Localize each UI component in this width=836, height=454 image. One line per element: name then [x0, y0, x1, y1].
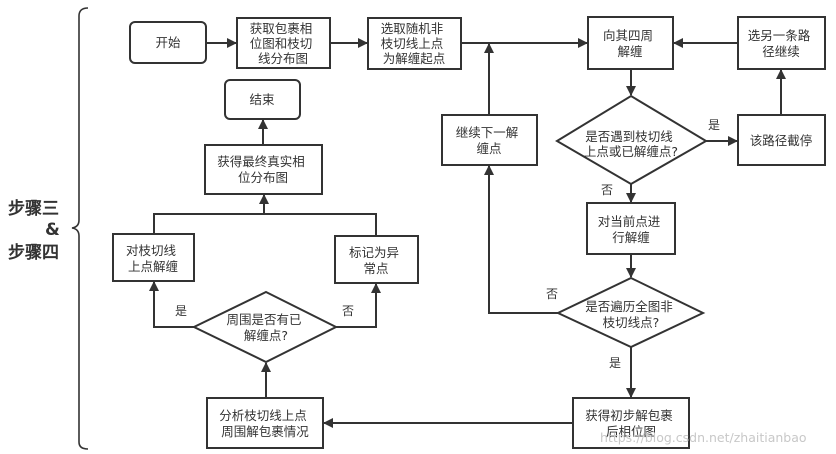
svg-text:开始: 开始	[155, 35, 181, 50]
curly-brace	[71, 7, 89, 450]
edge-neighbor-yes-to-unwrap-branch	[149, 281, 194, 328]
node-get-maps-text: 获取包裹相 位图和枝切 线分布图	[250, 21, 317, 66]
node-neighbor-decision-text: 周围是否有已 解缠点?	[227, 312, 306, 343]
node-unwrap-branch-point	[112, 233, 195, 282]
node-unwrap-current-text: 对当前点进 行解缠	[598, 214, 665, 245]
edge-traverse-no-to-next-point	[484, 165, 558, 314]
node-unwrap-current	[586, 202, 676, 255]
node-choose-other-path	[737, 16, 826, 70]
node-path-stop-text: 该路径截停	[750, 133, 813, 148]
node-unwrap-branch-point-text: 对枝切线 上点解缠	[126, 243, 180, 274]
side-label-step3: 步骤三	[8, 198, 59, 219]
edge-label-yes-traverse: 是	[609, 356, 621, 370]
watermark-text: https://blog.csdn.net/zhaitianbao	[600, 430, 807, 445]
node-select-start	[367, 17, 462, 70]
node-next-point-text: 继续下一解 缠点	[456, 125, 523, 156]
edge-neighbor-no-to-mark-abnormal	[336, 283, 381, 328]
node-analyze-branch-text: 分析枝切线上点 周围解包裹情况	[219, 408, 311, 439]
node-select-start-text: 选取随机非 枝切线上点 为解缠起点	[381, 21, 448, 66]
edge-label-yes-stop: 是	[708, 118, 720, 132]
node-neighbor-decision	[191, 290, 339, 364]
node-meet-branch-decision-text: 是否遇到枝切线 上点或已解缠点?	[584, 129, 678, 159]
node-initial-phase-text: 获得初步解包裹 后相位图	[585, 408, 677, 439]
side-label-amp: &	[45, 220, 60, 240]
node-next-point	[441, 114, 538, 166]
edge-label-no-neighbor: 否	[342, 304, 354, 318]
node-unwrap-around	[587, 16, 674, 70]
edge-label-no-unwrap: 否	[601, 183, 613, 197]
node-final-phase	[204, 144, 323, 195]
node-traverse-decision-text: 是否遍历全图非 枝切线点?	[585, 299, 677, 330]
node-mark-abnormal-text: 标记为异 常点	[349, 245, 403, 276]
node-choose-other-path-text: 选另一条路 径继续	[748, 28, 815, 59]
side-label-step4: 步骤四	[8, 242, 59, 263]
edge-label-no-traverse: 否	[546, 287, 558, 301]
node-get-maps	[236, 17, 331, 69]
node-mark-abnormal	[334, 235, 419, 284]
node-analyze-branch	[206, 397, 324, 449]
node-unwrap-around-text: 向其四周 解缠	[603, 28, 657, 59]
node-initial-phase	[572, 397, 690, 449]
edge-label-yes-neighbor: 是	[175, 304, 187, 318]
edge-unwrap-branch-to-final	[153, 213, 377, 236]
node-final-phase-text: 获得最终真实相 位分布图	[217, 154, 309, 185]
node-end-text: 结束	[249, 92, 275, 107]
node-start-text: 开始	[155, 35, 181, 50]
